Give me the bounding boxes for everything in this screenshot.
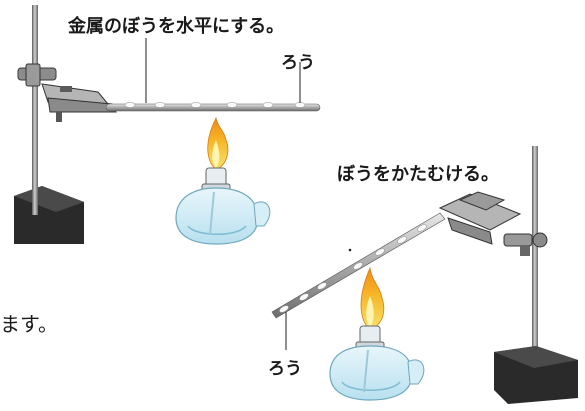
- horizontal-instruction-label: 金属のぼうを水平にする。: [68, 16, 285, 37]
- right-stand: [494, 146, 578, 404]
- horizontal-wax-dots: [124, 102, 306, 108]
- left-alcohol-lamp: [175, 116, 271, 245]
- left-clamp: [17, 63, 117, 122]
- horizontal-wax-label: ろう: [281, 53, 315, 73]
- left-leader-lines: [145, 38, 301, 103]
- tilted-wax-label: ろう: [268, 359, 302, 379]
- right-clamp: [438, 191, 548, 256]
- tilted-wax-dots: [279, 224, 427, 313]
- tilted-instruction-label: ぼうをかたむける。: [337, 164, 499, 185]
- side-text: ます。: [0, 312, 58, 336]
- left-stand: [14, 5, 84, 244]
- right-alcohol-lamp: [329, 266, 425, 401]
- horizontal-metal-rod: [105, 103, 321, 112]
